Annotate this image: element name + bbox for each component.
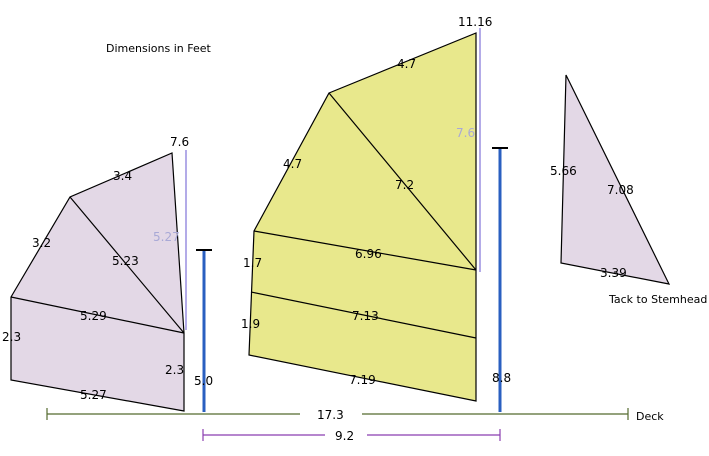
left-mast-height-label: 5.0 <box>194 374 213 388</box>
jib-foot-label: 3.39 <box>600 266 627 280</box>
main-foot-label: 7.19 <box>349 373 376 387</box>
deck-length-label-bg <box>300 406 362 422</box>
left-sail-body <box>10 152 185 412</box>
left-leech-upper-label: 3.2 <box>32 236 51 250</box>
main-mast-height-label: 8.8 <box>492 371 511 385</box>
main-luff-label: 7.6 <box>456 126 475 140</box>
main-batten-lower-label: 7.13 <box>352 309 379 323</box>
main-batten-upper-label: 6.96 <box>355 247 382 261</box>
main-sail-batten-upper-line <box>253 230 477 271</box>
jib-leech-label: 7.08 <box>607 183 634 197</box>
diagram-title: Dimensions in Feet <box>106 42 211 55</box>
left-sail-batten-line <box>10 296 185 334</box>
main-leech-mid-label: 1.7 <box>243 256 262 270</box>
left-mast-top-label: 7.6 <box>170 135 189 149</box>
main-sail-diagonal-line <box>328 92 477 271</box>
deck-dimension: 17.3 Deck <box>46 406 664 423</box>
mast-spacing-dimension: 9.2 <box>202 427 501 443</box>
left-luff-upper-label: 5.27 <box>153 230 180 244</box>
main-sail-batten-lower-line <box>250 291 477 339</box>
mast-spacing-label-bg <box>325 427 367 443</box>
left-sail: 7.6 5.27 3.4 3.2 5.23 5.29 2.3 2.3 5.27 … <box>2 135 213 412</box>
jib-luff-label: 5.66 <box>550 164 577 178</box>
jib-sail: 5.66 7.08 3.39 Tack to Stemhead <box>550 74 707 306</box>
jib-sail-body <box>560 74 671 285</box>
main-leech-upper-label: 4.7 <box>283 157 302 171</box>
main-head-label: 4.7 <box>397 57 416 71</box>
mast-spacing-label: 9.2 <box>335 429 354 443</box>
main-sail-body <box>248 32 477 402</box>
left-batten-top-label: 3.4 <box>113 169 132 183</box>
main-leech-lower-label: 1.9 <box>241 317 260 331</box>
tack-to-stemhead-label: Tack to Stemhead <box>608 293 707 306</box>
main-mast-top-label: 11.16 <box>458 15 492 29</box>
left-leech-lower-label: 2.3 <box>2 330 21 344</box>
deck-length-label: 17.3 <box>317 408 344 422</box>
left-diagonal-label: 5.23 <box>112 254 139 268</box>
left-sail-diagonal-line <box>69 196 185 334</box>
main-diagonal-label: 7.2 <box>395 178 414 192</box>
left-foot-label: 5.27 <box>80 388 107 402</box>
main-sail: 11.16 4.7 7.6 4.7 7.2 1.7 6.96 1.9 7.13 … <box>241 15 511 412</box>
left-luff-lower-label: 2.3 <box>165 363 184 377</box>
deck-label: Deck <box>636 410 664 423</box>
left-batten-mid-label: 5.29 <box>80 309 107 323</box>
